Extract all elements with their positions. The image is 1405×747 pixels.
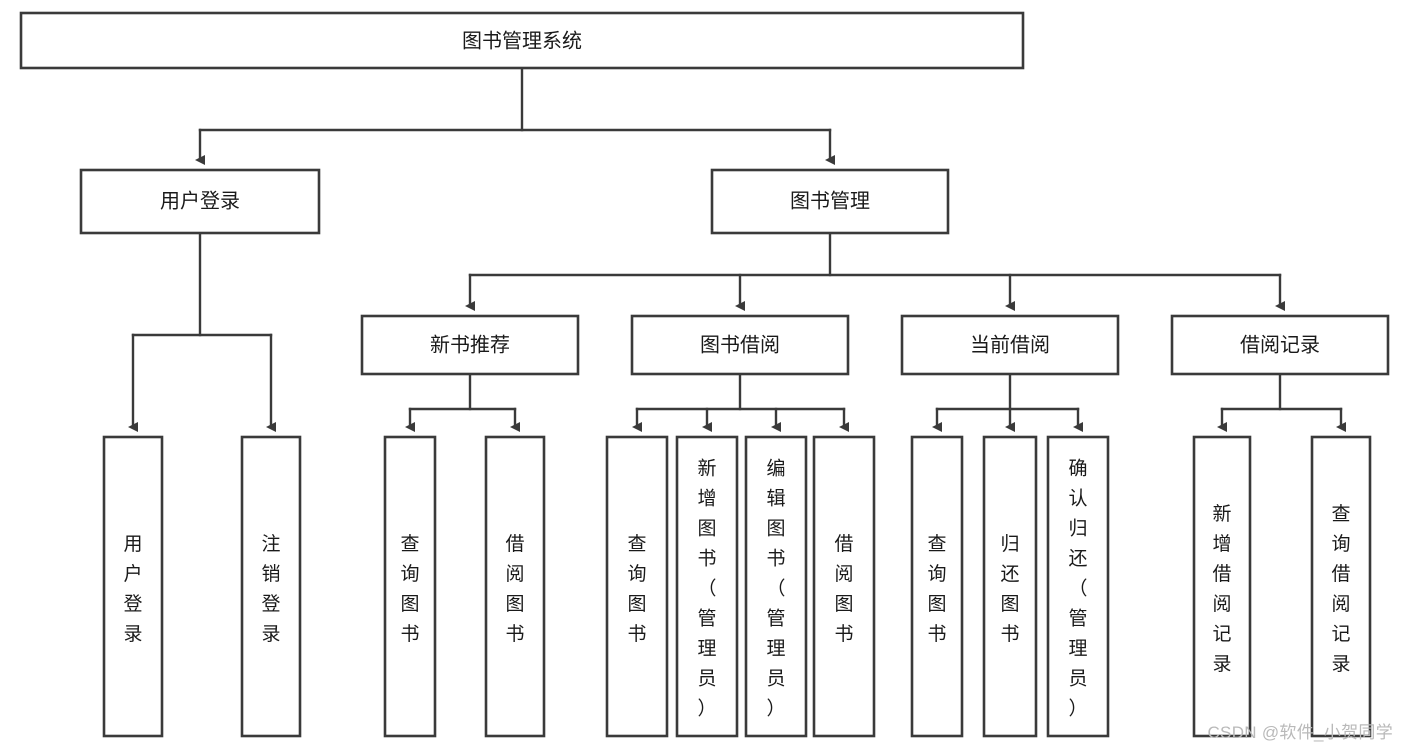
node-book-management-box[interactable] [710,168,950,235]
node-book-borrow-label: 图书借阅 [700,333,780,356]
node-book-borrow[interactable]: 图书借阅 [630,314,850,376]
leaf-node-12-box[interactable] [1310,435,1372,738]
leaf-node-12-label: 查询借阅记录 [1331,503,1350,675]
node-root-box[interactable] [19,11,1025,70]
node-root[interactable]: 图书管理系统 [19,11,1025,70]
leaf-node-10-label: 确认归还（管理员） [1068,457,1087,719]
leaf-node-9[interactable]: 归还图书 [982,435,1038,738]
leaf-node-5-box[interactable] [675,435,739,738]
leaf-node-6-label: 编辑图书（管理员） [766,457,785,719]
node-root-label: 图书管理系统 [462,29,582,52]
leaf-node-2-box[interactable] [383,435,437,738]
leaf-node-11[interactable]: 新增借阅记录 [1192,435,1252,738]
node-current-borrow[interactable]: 当前借阅 [900,314,1120,376]
leaf-node-4-label: 查询图书 [627,533,646,645]
leaf-node-6[interactable]: 编辑图书（管理员） [744,435,808,738]
node-borrow-records-box[interactable] [1170,314,1390,376]
node-book-borrow-box[interactable] [630,314,850,376]
leaf-node-2[interactable]: 查询图书 [383,435,437,738]
leaf-node-5-label: 新增图书（管理员） [697,457,716,719]
leaf-node-9-box[interactable] [982,435,1038,738]
leaf-node-3[interactable]: 借阅图书 [484,435,546,738]
node-borrow-records-label: 借阅记录 [1240,333,1320,356]
leaf-node-9-label: 归还图书 [1000,533,1019,645]
leaf-node-4[interactable]: 查询图书 [605,435,669,738]
node-current-borrow-box[interactable] [900,314,1120,376]
leaf-node-0[interactable]: 用户登录 [102,435,164,738]
leaf-node-10-box[interactable] [1046,435,1110,738]
leaf-node-8-box[interactable] [910,435,964,738]
leaf-node-4-box[interactable] [605,435,669,738]
node-borrow-records[interactable]: 借阅记录 [1170,314,1390,376]
node-new-book-recommend-label: 新书推荐 [430,333,510,356]
leaf-node-10[interactable]: 确认归还（管理员） [1046,435,1110,738]
node-book-management[interactable]: 图书管理 [710,168,950,235]
leaf-node-11-label: 新增借阅记录 [1212,503,1231,675]
leaf-node-8[interactable]: 查询图书 [910,435,964,738]
leaf-node-3-label: 借阅图书 [505,533,524,645]
leaf-node-0-box[interactable] [102,435,164,738]
node-current-borrow-label: 当前借阅 [970,333,1050,356]
leaf-node-0-label: 用户登录 [123,534,142,645]
leaf-node-7-box[interactable] [812,435,876,738]
node-user-login-label: 用户登录 [160,189,240,212]
leaf-node-7-label: 借阅图书 [834,533,853,645]
leaf-node-layer: 用户登录 注销登录 查询图书 借阅图书 查询图书 新增图书（管理员） 编辑图书（管理员） 借阅… [102,435,1372,738]
node-user-login[interactable]: 用户登录 [79,168,321,235]
watermark-text: CSDN @软件_小贺同学 [1207,723,1393,742]
leaf-node-11-box[interactable] [1192,435,1252,738]
connector-layer [128,66,1346,432]
node-book-management-label: 图书管理 [790,189,870,212]
leaf-node-8-label: 查询图书 [927,533,946,645]
leaf-node-5[interactable]: 新增图书（管理员） [675,435,739,738]
leaf-node-1-label: 注销登录 [261,533,280,645]
leaf-node-2-label: 查询图书 [400,533,419,645]
leaf-node-3-box[interactable] [484,435,546,738]
leaf-node-1[interactable]: 注销登录 [240,435,302,738]
leaf-node-12[interactable]: 查询借阅记录 [1310,435,1372,738]
node-new-book-recommend-box[interactable] [360,314,580,376]
leaf-node-1-box[interactable] [240,435,302,738]
leaf-node-6-box[interactable] [744,435,808,738]
node-new-book-recommend[interactable]: 新书推荐 [360,314,580,376]
leaf-node-7[interactable]: 借阅图书 [812,435,876,738]
node-user-login-box[interactable] [79,168,321,235]
